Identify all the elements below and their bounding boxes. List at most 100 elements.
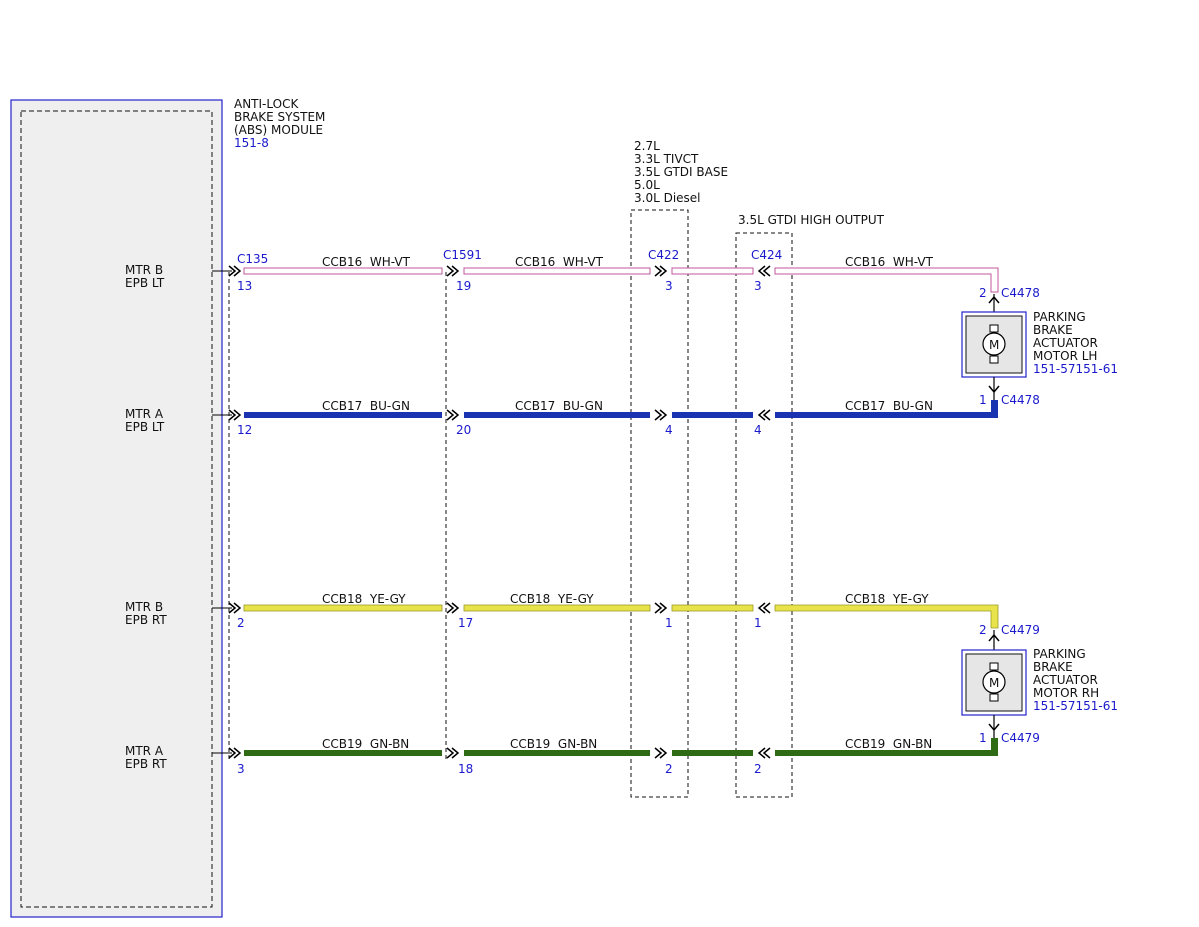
c1591-terminal-icon bbox=[446, 265, 459, 277]
pin-number: 19 bbox=[456, 279, 471, 293]
motor-rh-top-pin: 2 bbox=[979, 623, 987, 637]
terminal-up-icon bbox=[988, 633, 1000, 642]
motor-lh-ref: 151-57151-61 bbox=[1033, 362, 1118, 376]
motor-lh-label-3: ACTUATOR bbox=[1033, 336, 1098, 350]
wire-ccb16-stroke bbox=[243, 267, 999, 293]
c422-terminal-icon bbox=[654, 602, 667, 614]
pin-number: 12 bbox=[237, 423, 252, 437]
wire-label: CCB18 YE-GY bbox=[845, 592, 929, 606]
circuit-ccb18: CCB18 YE-GY CCB18 YE-GY CCB18 YE-GY 2 17… bbox=[212, 592, 999, 630]
wire-label: CCB16 WH-VT bbox=[515, 255, 604, 269]
pin-number: 4 bbox=[665, 423, 673, 437]
engine-variant-box bbox=[630, 209, 689, 798]
c422-terminal-icon bbox=[654, 747, 667, 759]
c424-terminal-icon bbox=[758, 409, 771, 421]
motor-lh-label-2: BRAKE bbox=[1033, 323, 1073, 337]
wire-label: CCB17 BU-GN bbox=[845, 399, 933, 413]
pin-number: 2 bbox=[754, 762, 762, 776]
pin-number: 4 bbox=[754, 423, 762, 437]
wire-label: CCB16 WH-VT bbox=[322, 255, 411, 269]
terminal-down-icon bbox=[988, 385, 1000, 394]
motor-lh-top-pin: 2 bbox=[979, 286, 987, 300]
motor-rh-symbol: M bbox=[989, 676, 999, 690]
motor-lh-label-1: PARKING bbox=[1033, 310, 1086, 324]
abs-module-title-2: BRAKE SYSTEM bbox=[234, 110, 325, 124]
connector-c1591: C1591 bbox=[443, 248, 482, 262]
motor-rh-label-2: BRAKE bbox=[1033, 660, 1073, 674]
pin-number: 2 bbox=[237, 616, 245, 630]
c424-terminal-icon bbox=[758, 747, 771, 759]
circuit-ccb17: CCB17 BU-GN CCB17 BU-GN CCB17 BU-GN 12 2… bbox=[212, 399, 998, 437]
motor-rh-label-4: MOTOR RH bbox=[1033, 686, 1099, 700]
terminal-down-icon bbox=[988, 723, 1000, 732]
pin-number: 3 bbox=[237, 762, 245, 776]
wire-label: CCB19 GN-BN bbox=[510, 737, 597, 751]
c1591-terminal-icon bbox=[446, 747, 459, 759]
motor-rh-label-3: ACTUATOR bbox=[1033, 673, 1098, 687]
wire-label: CCB19 GN-BN bbox=[845, 737, 932, 751]
abs-module-title-3: (ABS) MODULE bbox=[234, 123, 323, 137]
pin-number: 17 bbox=[458, 616, 473, 630]
connector-c135: C135 bbox=[237, 252, 268, 266]
engine-note-2: 3.3L TIVCT bbox=[634, 152, 699, 166]
motor-rh-bottom-pin: 1 bbox=[979, 731, 987, 745]
pin-label-mtr-a-rt-1: MTR A bbox=[125, 744, 164, 758]
pin-label-mtr-a-lt-1: MTR A bbox=[125, 407, 164, 421]
c1591-terminal-icon bbox=[446, 602, 459, 614]
wire-label: CCB18 YE-GY bbox=[322, 592, 406, 606]
motor-rh-ref: 151-57151-61 bbox=[1033, 699, 1118, 713]
high-output-note: 3.5L GTDI HIGH OUTPUT bbox=[738, 213, 885, 227]
pin-number: 1 bbox=[754, 616, 762, 630]
motor-lh-label-4: MOTOR LH bbox=[1033, 349, 1097, 363]
abs-module-ref: 151-8 bbox=[234, 136, 269, 150]
high-output-box bbox=[735, 232, 793, 798]
motor-rh-label-1: PARKING bbox=[1033, 647, 1086, 661]
circuit-ccb19: CCB19 GN-BN CCB19 GN-BN CCB19 GN-BN 3 18… bbox=[212, 737, 998, 776]
pin-label-mtr-b-rt-1: MTR B bbox=[125, 600, 163, 614]
motor-rh-top-connector: C4479 bbox=[1001, 623, 1040, 637]
c1591-terminal-icon bbox=[446, 409, 459, 421]
c424-terminal-icon bbox=[758, 602, 771, 614]
motor-lh-symbol: M bbox=[989, 338, 999, 352]
wire-label: CCB17 BU-GN bbox=[322, 399, 410, 413]
motor-rh: M 2 C4479 1 C4479 PARKING BRAKE ACTUATOR… bbox=[961, 623, 1118, 745]
c424-terminal-icon bbox=[758, 265, 771, 277]
wire-label: CCB19 GN-BN bbox=[322, 737, 409, 751]
abs-module-inner-dashed bbox=[20, 110, 213, 908]
pin-number: 3 bbox=[754, 279, 762, 293]
pin-label-mtr-a-rt-2: EPB RT bbox=[125, 757, 167, 771]
c422-terminal-icon bbox=[654, 409, 667, 421]
engine-note-3: 3.5L GTDI BASE bbox=[634, 165, 728, 179]
pin-label-mtr-b-rt-2: EPB RT bbox=[125, 613, 167, 627]
c422-terminal-icon bbox=[654, 265, 667, 277]
engine-note-4: 5.0L bbox=[634, 178, 660, 192]
motor-lh-icon bbox=[982, 332, 1006, 356]
motor-lh-bottom-pin: 1 bbox=[979, 393, 987, 407]
wire-label: CCB18 YE-GY bbox=[510, 592, 594, 606]
wire-label: CCB17 BU-GN bbox=[515, 399, 603, 413]
wire-ccb17-stroke bbox=[244, 400, 998, 418]
abs-module-box bbox=[10, 99, 223, 918]
connector-c422: C422 bbox=[648, 248, 679, 262]
motor-rh-bottom-connector: C4479 bbox=[1001, 731, 1040, 745]
pin-number: 3 bbox=[665, 279, 673, 293]
pin-number: 18 bbox=[458, 762, 473, 776]
pin-label-mtr-b-lt-2: EPB LT bbox=[125, 276, 165, 290]
pin-number: 2 bbox=[665, 762, 673, 776]
circuit-ccb16: CCB16 WH-VT CCB16 WH-VT CCB16 WH-VT 13 1… bbox=[212, 255, 999, 293]
wire-ccb18-stroke bbox=[243, 604, 999, 629]
wire-ccb19-stroke bbox=[244, 738, 998, 756]
pin-number: 1 bbox=[665, 616, 673, 630]
motor-lh: M 2 C4478 1 C4478 PARKING BRAKE ACTUATOR… bbox=[961, 286, 1118, 407]
pin-label-mtr-b-lt-1: MTR B bbox=[125, 263, 163, 277]
motor-lh-top-connector: C4478 bbox=[1001, 286, 1040, 300]
engine-note-5: 3.0L Diesel bbox=[634, 191, 701, 205]
motor-lh-bottom-connector: C4478 bbox=[1001, 393, 1040, 407]
pin-label-mtr-a-lt-2: EPB LT bbox=[125, 420, 165, 434]
motor-rh-icon bbox=[982, 670, 1006, 694]
terminal-up-icon bbox=[988, 295, 1000, 304]
pin-number: 13 bbox=[237, 279, 252, 293]
engine-note-1: 2.7L bbox=[634, 139, 660, 153]
connector-c424: C424 bbox=[751, 248, 782, 262]
